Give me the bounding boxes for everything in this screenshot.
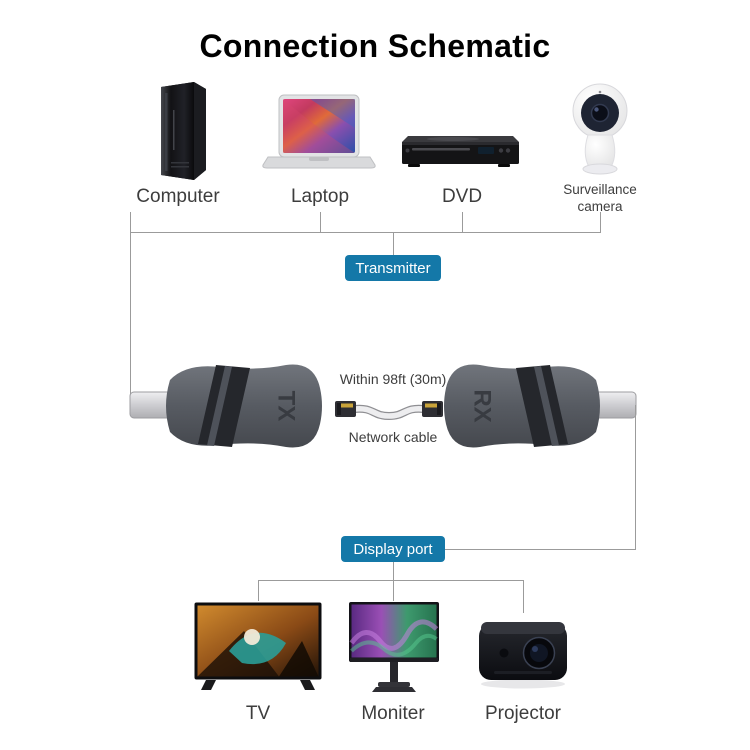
network-cable-label: Network cable xyxy=(348,429,438,445)
source-label-computer: Computer xyxy=(136,186,220,207)
line-displayport-stub xyxy=(393,562,394,580)
receiver-dongle: RX xyxy=(444,364,637,448)
output-label-projector: Projector xyxy=(484,703,562,724)
line-transmitter-stub xyxy=(393,232,394,255)
line-outputs-bus xyxy=(258,580,524,581)
surveillance-camera-illustration xyxy=(572,83,628,175)
output-label-tv: TV xyxy=(245,703,271,724)
distance-label: Within 98ft (30m) xyxy=(339,371,447,387)
line-monitor-drop xyxy=(393,580,394,601)
line-laptop-drop xyxy=(320,212,321,233)
line-tv-drop xyxy=(258,580,259,601)
transmitter-badge: Transmitter xyxy=(345,255,441,281)
monitor-illustration xyxy=(349,602,439,692)
dvd-player-illustration xyxy=(402,136,519,167)
line-rx-down xyxy=(635,405,636,549)
line-projector-drop xyxy=(523,580,524,613)
computer-tower-illustration xyxy=(161,82,206,180)
source-label-dvd: DVD xyxy=(441,186,483,207)
display-port-badge: Display port xyxy=(341,536,445,562)
transmitter-dongle: TX xyxy=(129,364,322,448)
tv-illustration xyxy=(194,602,322,690)
tx-label: TX xyxy=(273,391,300,422)
line-sources-bus xyxy=(130,232,601,233)
rx-label: RX xyxy=(469,389,496,422)
line-rx-to-badge xyxy=(445,549,636,550)
output-label-monitor: Moniter xyxy=(361,703,425,724)
source-label-surveillance-camera: Surveillance camera xyxy=(563,182,637,214)
line-computer-to-tx xyxy=(130,212,131,405)
line-dvd-drop xyxy=(462,212,463,233)
projector-illustration xyxy=(479,622,567,689)
network-cable-illustration xyxy=(335,401,443,421)
laptop-illustration xyxy=(262,94,376,169)
source-label-laptop: Laptop xyxy=(290,186,350,207)
page-title: Connection Schematic xyxy=(199,28,551,64)
line-camera-drop xyxy=(600,212,601,233)
